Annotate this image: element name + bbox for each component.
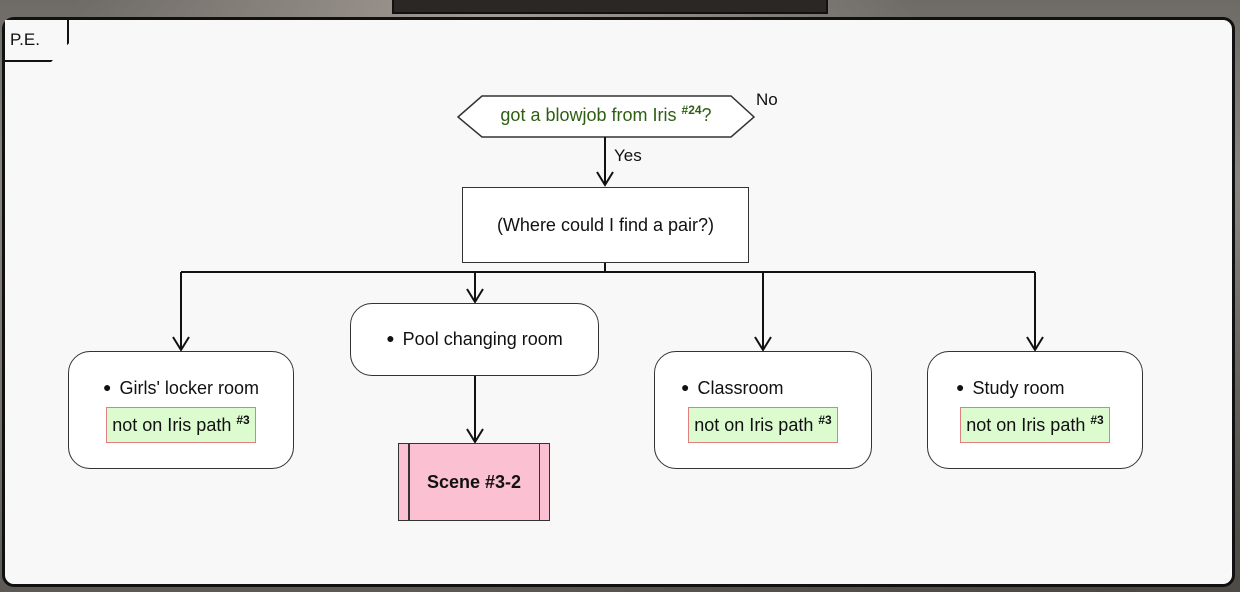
note-text: not on Iris path [966,414,1086,435]
note-not-on-iris-path: not on Iris path #3 [960,406,1110,443]
decision-node [456,95,756,138]
note-text: not on Iris path [112,414,232,435]
question-text: (Where could I find a pair?) [496,214,715,235]
question-node: (Where could I find a pair?) [462,187,749,263]
decision-ref: #24 [681,103,702,117]
arrowhead-yes [596,171,614,187]
background-dark-banner [392,0,828,14]
note-ref: #3 [1090,412,1104,427]
option-classroom: Classroom not on Iris path #3 [654,351,872,469]
option-girls-locker-room: Girls' locker room not on Iris path #3 [68,351,294,469]
scene-right-bar [538,444,540,520]
decision-label: got a blowjob from Iris [500,105,677,125]
note-ref: #3 [818,412,832,427]
edge-label-no: No [756,90,778,109]
option-study-room: Study room not on Iris path #3 [927,351,1143,469]
decision-suffix: ? [701,105,712,125]
option-label: Pool changing room [386,329,563,350]
scene-node: Scene #3-2 [398,443,550,521]
frame-label: P.E. [10,30,40,49]
scene-left-bar [408,444,410,520]
note-not-on-iris-path: not on Iris path #3 [106,406,256,443]
arrowhead-option-1 [172,336,190,352]
arrowhead-option-4 [1026,336,1044,352]
option-pool-changing-room: Pool changing room [350,303,599,376]
edge-label-yes: Yes [614,146,642,165]
arrowhead-option-3 [754,336,772,352]
scene-label: Scene #3-2 [426,471,522,492]
option-label: Girls' locker room [103,378,259,399]
note-text: not on Iris path [694,414,814,435]
option-label: Study room [956,378,1064,399]
note-ref: #3 [236,412,250,427]
option-label: Classroom [681,378,783,399]
arrowhead-option-2 [466,288,484,304]
arrowhead-scene [466,428,484,444]
decision-text: got a blowjob from Iris #24? [470,103,742,126]
note-not-on-iris-path: not on Iris path #3 [688,406,838,443]
